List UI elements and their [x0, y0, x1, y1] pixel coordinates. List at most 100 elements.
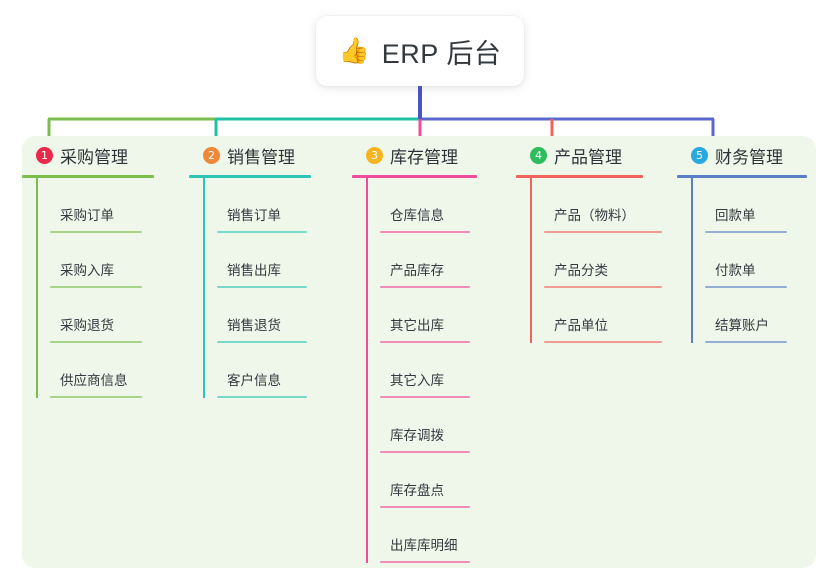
leaf-item-rule [217, 341, 307, 343]
leaf-item[interactable]: 采购退货 [36, 288, 154, 343]
leaf-item-rule [705, 231, 787, 233]
column-spine-3 [366, 178, 368, 563]
leaf-item[interactable]: 采购订单 [36, 178, 154, 233]
leaf-item-rule [217, 396, 307, 398]
leaf-item-rule [544, 231, 662, 233]
column-spine-1 [36, 178, 38, 398]
leaf-item-label: 出库库明细 [390, 538, 458, 553]
root-node[interactable]: 👍 ERP 后台 [316, 16, 524, 86]
leaf-item[interactable]: 供应商信息 [36, 343, 154, 398]
leaf-item-label: 回款单 [715, 208, 756, 223]
leaf-item[interactable]: 库存盘点 [366, 453, 477, 508]
column-badge-5: 5 [691, 146, 708, 164]
column-title-3: 库存管理 [390, 147, 458, 167]
column-header-rule-1 [22, 175, 154, 178]
leaf-item-label: 产品单位 [554, 318, 608, 333]
diagram-panel [22, 136, 816, 568]
column-spine-5 [691, 178, 693, 343]
leaf-item[interactable]: 结算账户 [691, 288, 807, 343]
column-title-4: 产品管理 [554, 147, 622, 167]
leaf-item-rule [50, 341, 142, 343]
leaf-item[interactable]: 产品（物料） [530, 178, 662, 233]
leaf-item-label: 产品（物料） [554, 208, 635, 223]
leaf-item-label: 仓库信息 [390, 208, 444, 223]
leaf-item[interactable]: 销售出库 [203, 233, 311, 288]
leaf-item-rule [380, 286, 470, 288]
leaf-item[interactable]: 其它出库 [366, 288, 477, 343]
leaf-item[interactable]: 客户信息 [203, 343, 311, 398]
leaf-item-rule [380, 561, 470, 563]
column-header-3[interactable]: 3 库存管理 [352, 142, 477, 168]
leaf-item-label: 客户信息 [227, 373, 281, 388]
column-header-rule-4 [516, 175, 643, 178]
leaf-item-rule [544, 341, 662, 343]
leaf-item[interactable]: 产品库存 [366, 233, 477, 288]
leaf-item-label: 其它出库 [390, 318, 444, 333]
column-badge-3: 3 [366, 146, 383, 164]
leaf-item-label: 销售订单 [227, 208, 281, 223]
leaf-item[interactable]: 出库库明细 [366, 508, 477, 563]
leaf-item-rule [50, 286, 142, 288]
leaf-item-label: 库存调拨 [390, 428, 444, 443]
leaf-item[interactable]: 销售订单 [203, 178, 311, 233]
column-items-3: 仓库信息产品库存其它出库其它入库库存调拨库存盘点出库库明细 [352, 178, 477, 563]
leaf-item-rule [705, 341, 787, 343]
leaf-item-rule [380, 231, 470, 233]
leaf-item-label: 供应商信息 [60, 373, 128, 388]
column-4: 4 产品管理产品（物料） 产品分类产品单位 [516, 142, 662, 343]
leaf-item-label: 结算账户 [715, 318, 769, 333]
leaf-item-rule [217, 231, 307, 233]
leaf-item-label: 付款单 [715, 263, 756, 278]
leaf-item[interactable]: 产品单位 [530, 288, 662, 343]
leaf-item[interactable]: 其它入库 [366, 343, 477, 398]
column-items-2: 销售订单销售出库销售退货客户信息 [189, 178, 311, 398]
column-badge-4: 4 [530, 146, 547, 164]
leaf-item-label: 产品分类 [554, 263, 608, 278]
column-header-rule-2 [189, 175, 311, 178]
column-3: 3 库存管理仓库信息产品库存其它出库其它入库库存调拨库存盘点出库库明细 [352, 142, 477, 563]
column-header-5[interactable]: 5 财务管理 [677, 142, 807, 168]
column-header-rule-3 [352, 175, 477, 178]
column-spine-4 [530, 178, 532, 343]
leaf-item-rule [380, 396, 470, 398]
leaf-item-rule [50, 396, 142, 398]
leaf-item-rule [380, 341, 470, 343]
leaf-item[interactable]: 回款单 [691, 178, 807, 233]
column-header-rule-5 [677, 175, 807, 178]
leaf-item-label: 库存盘点 [390, 483, 444, 498]
column-items-1: 采购订单采购入库采购退货供应商信息 [22, 178, 154, 398]
thumbs-up-icon: 👍 [338, 36, 370, 65]
leaf-item-rule [380, 451, 470, 453]
leaf-item-rule [50, 231, 142, 233]
leaf-item-label: 采购入库 [60, 263, 114, 278]
column-5: 5 财务管理回款单付款单结算账户 [677, 142, 807, 343]
leaf-item[interactable]: 产品分类 [530, 233, 662, 288]
leaf-item[interactable]: 销售退货 [203, 288, 311, 343]
column-items-5: 回款单付款单结算账户 [677, 178, 807, 343]
leaf-item[interactable]: 采购入库 [36, 233, 154, 288]
leaf-item[interactable]: 付款单 [691, 233, 807, 288]
leaf-item[interactable]: 库存调拨 [366, 398, 477, 453]
leaf-item-rule [544, 286, 662, 288]
leaf-item-label: 销售退货 [227, 318, 281, 333]
leaf-item-label: 销售出库 [227, 263, 281, 278]
leaf-item[interactable]: 仓库信息 [366, 178, 477, 233]
root-node-label: ERP 后台 [381, 38, 502, 69]
leaf-item-label: 采购订单 [60, 208, 114, 223]
column-title-5: 财务管理 [715, 147, 783, 167]
leaf-item-rule [380, 506, 470, 508]
root-node-content: 👍 ERP 后台 [339, 32, 502, 71]
leaf-item-label: 产品库存 [390, 263, 444, 278]
leaf-item-label: 采购退货 [60, 318, 114, 333]
leaf-item-rule [705, 286, 787, 288]
column-header-4[interactable]: 4 产品管理 [516, 142, 643, 168]
column-items-4: 产品（物料） 产品分类产品单位 [516, 178, 662, 343]
leaf-item-rule [217, 286, 307, 288]
column-title-2: 销售管理 [227, 147, 295, 167]
leaf-item-label: 其它入库 [390, 373, 444, 388]
